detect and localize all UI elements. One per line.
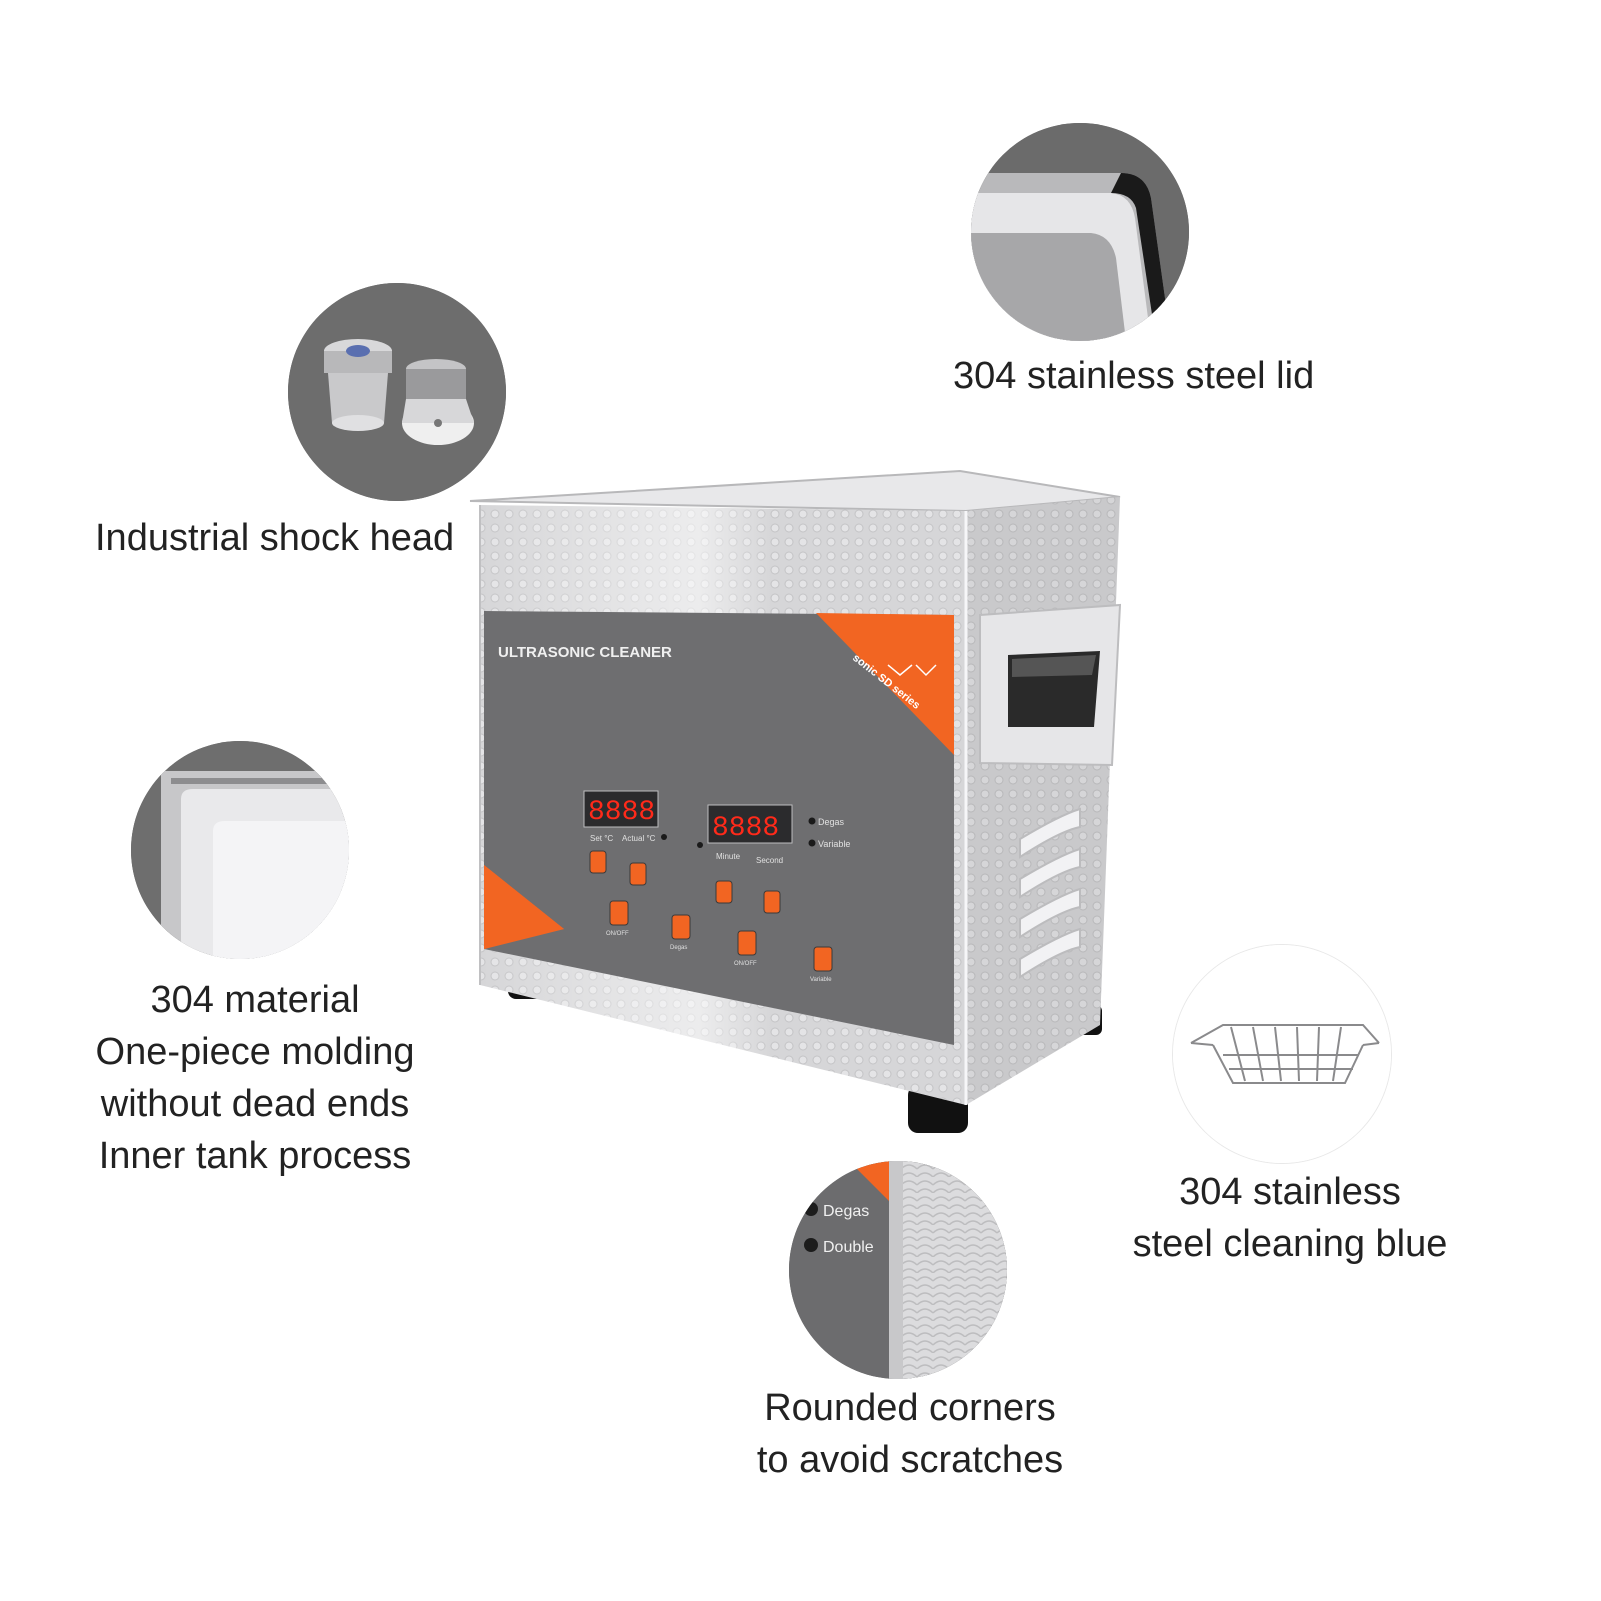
button-label-onoff-2: ON/OFF [734, 961, 757, 967]
time-up-button[interactable] [763, 890, 781, 914]
basket-caption: 304 stainless steel cleaning blue [1132, 1171, 1448, 1265]
lid-photo [971, 123, 1189, 341]
lid-caption: 304 stainless steel lid [953, 355, 1315, 397]
heat-power-button[interactable] [609, 900, 629, 926]
temp-label-actual: Actual °C [622, 834, 656, 843]
temperature-display: 8888 [588, 797, 655, 828]
degas-button[interactable] [671, 914, 691, 940]
temp-label-set: Set °C [590, 834, 613, 843]
ultrasonic-cleaner-product: ULTRASONIC CLEANER sonic SD series 8888 … [460, 465, 1140, 1145]
rounded-corners-photo: Degas Double [789, 1161, 1007, 1379]
button-label-degas: Degas [670, 945, 687, 951]
material-caption: 304 material One-piece molding without d… [95, 979, 415, 1177]
indicator-degas: Degas [818, 817, 845, 827]
variable-button[interactable] [813, 946, 833, 972]
time-label-minute: Minute [716, 852, 741, 861]
double-detail-label: Double [823, 1239, 874, 1256]
shock-head-caption: Industrial shock head [95, 517, 455, 559]
time-down-button[interactable] [715, 880, 733, 904]
button-label-onoff-1: ON/OFF [606, 931, 629, 937]
care-symbols-icon [887, 664, 937, 677]
time-label-second: Second [756, 856, 783, 865]
corners-caption: Rounded corners to avoid scratches [756, 1387, 1064, 1481]
temp-up-button[interactable] [629, 862, 647, 886]
basket-photo [1172, 944, 1392, 1164]
inner-tank-photo [131, 741, 349, 959]
time-display: 8888 [712, 813, 779, 844]
power-button[interactable] [737, 930, 757, 956]
degas-detail-label: Degas [823, 1203, 869, 1220]
device-title: ULTRASONIC CLEANER [498, 644, 672, 661]
temp-down-button[interactable] [589, 850, 607, 874]
shock-head-photo [288, 283, 506, 501]
indicator-variable: Variable [818, 839, 850, 849]
button-label-variable: Variable [810, 977, 832, 983]
